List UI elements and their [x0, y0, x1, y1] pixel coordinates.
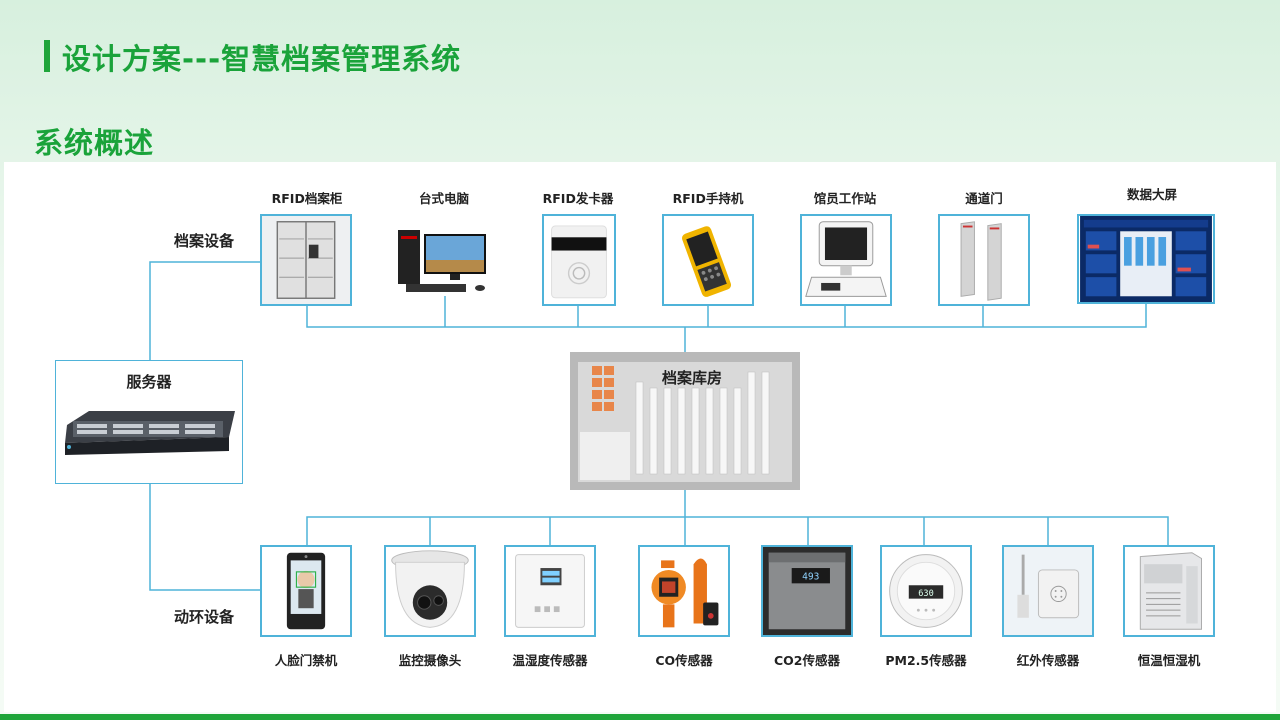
co-sensor-icon: [640, 547, 728, 635]
device-temp-humidity: [504, 545, 596, 637]
device-label-big-screen: 数据大屏: [1126, 187, 1177, 202]
device-label-camera: 监控摄像头: [398, 653, 462, 668]
device-label-co2: CO2传感器: [774, 653, 840, 668]
device-handheld: [662, 214, 754, 306]
device-infrared: [1002, 545, 1094, 637]
device-hvac: [1123, 545, 1215, 637]
hvac-icon: [1125, 547, 1213, 635]
workstation-icon: [802, 216, 890, 304]
device-label-workstation: 馆员工作站: [813, 191, 877, 206]
device-label-desktop: 台式电脑: [418, 191, 469, 206]
section-title: 系统概述: [34, 126, 155, 160]
co2-readout: 493: [802, 572, 819, 583]
gate-icon: [940, 216, 1028, 304]
card-issuer-icon: [544, 216, 614, 304]
camera-icon: [386, 547, 474, 635]
co2-sensor-icon: 493: [763, 547, 851, 635]
device-card-issuer: [542, 214, 616, 306]
device-gate: [938, 214, 1030, 306]
footer-accent-line: [0, 714, 1280, 720]
desktop-computer-icon: [398, 230, 486, 292]
device-face-access: [260, 545, 352, 637]
big-screen-icon: [1080, 216, 1212, 302]
temp-humidity-sensor-icon: [506, 547, 594, 635]
device-camera: [384, 545, 476, 637]
pm25-sensor-icon: 630: [882, 547, 970, 635]
device-label-handheld: RFID手持机: [672, 191, 744, 206]
pm25-readout: 630: [918, 589, 934, 599]
archive-cabinet-icon: [262, 216, 350, 304]
title-accent-bar: [44, 40, 50, 72]
device-label-gate: 通道门: [965, 191, 1003, 206]
device-co2: 493: [761, 545, 853, 637]
device-desktop: [392, 222, 496, 296]
face-access-icon: [262, 547, 350, 635]
server-icon: [65, 411, 235, 455]
device-label-infrared: 红外传感器: [1016, 653, 1080, 668]
server-node: 服务器: [55, 360, 243, 484]
device-label-hvac: 恒温恒湿机: [1137, 653, 1201, 668]
device-label-rfid-cabinet: RFID档案柜: [271, 191, 343, 206]
group-label-archive: 档案设备: [174, 232, 235, 250]
device-label-card-issuer: RFID发卡器: [542, 191, 614, 206]
archive-room-label: 档案库房: [662, 369, 723, 387]
device-label-co: CO传感器: [655, 653, 713, 668]
page-title: 设计方案---智慧档案管理系统: [62, 42, 462, 76]
device-co: [638, 545, 730, 637]
infrared-sensor-icon: [1004, 547, 1092, 635]
server-label: 服务器: [126, 373, 172, 391]
device-big-screen: [1077, 214, 1215, 304]
device-label-temp-humidity: 温湿度传感器: [512, 653, 588, 668]
device-label-face-access: 人脸门禁机: [274, 653, 338, 668]
floorplan-icon: [570, 352, 800, 490]
device-pm25: 630: [880, 545, 972, 637]
archive-room-floorplan: [570, 352, 800, 490]
device-rfid-cabinet: [260, 214, 352, 306]
device-workstation: [800, 214, 892, 306]
handheld-reader-icon: [664, 216, 752, 304]
group-label-env: 动环设备: [174, 608, 235, 626]
device-label-pm25: PM2.5传感器: [885, 653, 967, 668]
